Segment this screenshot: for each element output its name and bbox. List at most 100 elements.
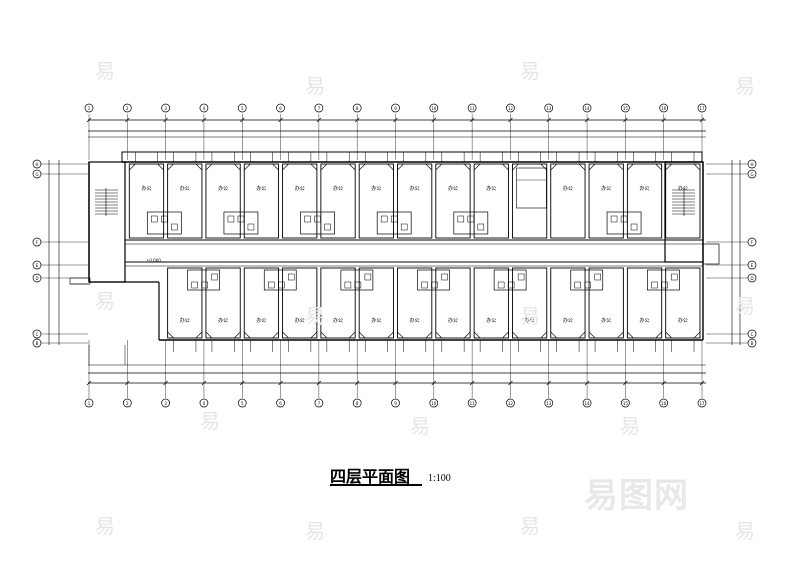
- north-office-chamfer-r-5: [310, 163, 318, 171]
- north-office-chamfer-l-5: [282, 163, 289, 171]
- south-office-15: [665, 267, 701, 339]
- axis-bubble-top-11: [467, 103, 477, 113]
- north-office-label-9: 办公: [448, 185, 458, 192]
- west-entry-step: [69, 277, 91, 285]
- north-office-chamfer-l-13: [588, 163, 596, 171]
- north-office-chamfer-r-10: [502, 163, 509, 171]
- south-bath-fixture-b-5: [584, 281, 591, 289]
- south-bath-fixture-a-1: [268, 281, 275, 289]
- axis-label-left-D: D: [35, 276, 38, 281]
- axis-bubble-bottom-14: [582, 398, 592, 408]
- axis-bubble-top-8: [352, 103, 362, 113]
- south-office-label-10: 办公: [486, 317, 496, 324]
- dim-tick-bottom-15: [623, 380, 628, 386]
- axis-label-top-5: 5: [241, 106, 244, 111]
- south-office-12: [550, 267, 586, 339]
- axis-label-left-E: E: [36, 263, 39, 268]
- axis-label-right-F: F: [751, 240, 754, 245]
- watermark-glyph: 易: [520, 59, 540, 83]
- axis-label-bottom-9: 9: [394, 401, 397, 406]
- north-office-15: [665, 163, 701, 239]
- north-office-label-15: 办公: [678, 185, 688, 192]
- south-office-chamfer-r-15: [693, 331, 701, 339]
- south-office-chamfer-r-5: [310, 331, 318, 339]
- axis-bubble-bottom-5: [237, 398, 247, 408]
- axis-bubble-top-14: [582, 103, 592, 113]
- north-office-chamfer-r-12: [578, 163, 586, 171]
- axis-label-top-17: 17: [699, 106, 705, 111]
- dim-tick-bottom-10: [431, 380, 437, 386]
- watermark-glyph: 易: [735, 294, 755, 318]
- south-office-label-14: 办公: [640, 317, 650, 324]
- dim-tick-bottom-11: [469, 380, 475, 386]
- axis-label-bottom-17: 17: [699, 401, 705, 406]
- axis-label-bottom-6: 6: [279, 401, 282, 406]
- axis-bubble-bottom-4: [199, 398, 209, 408]
- south-office-chamfer-l-5: [282, 331, 289, 339]
- watermark-glyph: 易: [305, 74, 325, 98]
- watermark-glyph: 易: [520, 514, 540, 538]
- south-office-label-7: 办公: [371, 317, 381, 324]
- south-bath-2: [340, 269, 374, 291]
- axis-label-bottom-5: 5: [241, 401, 244, 406]
- axis-bubble-bottom-16: [659, 398, 669, 408]
- south-bath-fixture-b-4: [507, 281, 515, 289]
- watermark-glyph: 易: [410, 414, 430, 438]
- north-bath-fixture-a-4: [457, 215, 465, 223]
- south-office-label-13: 办公: [601, 317, 611, 324]
- north-bath-fixture-a-3: [380, 215, 388, 223]
- south-office-label-11: 办公: [525, 317, 535, 324]
- axis-bubble-top-2: [122, 103, 132, 113]
- south-office-chamfer-l-7: [358, 331, 366, 339]
- north-office-chamfer-r-8: [425, 163, 433, 171]
- axis-label-top-1: 1: [88, 106, 91, 111]
- south-office-13: [588, 267, 624, 339]
- north-bath-fixture-c-4: [477, 223, 485, 231]
- north-office-chamfer-l-1: [129, 163, 136, 171]
- axis-label-bottom-2: 2: [126, 401, 129, 406]
- dim-tick-bottom-13: [546, 380, 551, 386]
- north-office-chamfer-l-8: [397, 163, 404, 171]
- north-office-chamfer-l-15: [665, 163, 672, 171]
- drawing-scale: 1:100: [428, 473, 451, 484]
- north-office-chamfer-r-14: [655, 163, 662, 171]
- north-office-chamfer-l-4: [244, 163, 251, 171]
- south-office-chamfer-l-6: [320, 331, 328, 339]
- watermark-logo: 易图网: [584, 476, 689, 516]
- axis-label-bottom-3: 3: [164, 401, 167, 406]
- south-office-chamfer-l-4: [244, 331, 251, 339]
- north-office-label-14: 办公: [640, 185, 650, 192]
- north-office-label-2: 办公: [180, 185, 190, 192]
- south-office-label-6: 办公: [333, 317, 343, 324]
- south-bath-fixture-a-6: [651, 281, 658, 289]
- axis-bubble-top-9: [391, 103, 400, 113]
- axis-label-bottom-13: 13: [546, 401, 552, 406]
- axis-label-bottom-10: 10: [431, 401, 437, 406]
- north-bath-1: [223, 211, 259, 235]
- north-office-chamfer-r-1: [157, 163, 164, 171]
- south-office-chamfer-r-10: [502, 331, 509, 339]
- south-office-chamfer-r-13: [617, 331, 624, 339]
- dim-tick-bottom-3: [163, 380, 168, 386]
- south-office-chamfer-l-15: [665, 331, 672, 339]
- axis-bubble-bottom-11: [467, 398, 477, 408]
- north-office-label-5: 办公: [295, 185, 305, 192]
- watermark-glyph: 易: [620, 414, 640, 438]
- north-office-chamfer-l-9: [435, 163, 443, 171]
- axis-label-bottom-16: 16: [661, 401, 667, 406]
- south-office-label-9: 办公: [448, 317, 458, 324]
- dim-tick-top-13: [546, 117, 551, 123]
- axis-bubble-bottom-1: [84, 398, 94, 408]
- south-bath-fixture-c-6: [671, 273, 678, 281]
- south-office-chamfer-l-3: [205, 331, 213, 339]
- north-office-chamfer-l-11: [512, 163, 519, 171]
- north-office-13: [588, 163, 624, 239]
- north-office-chamfer-r-9: [463, 163, 471, 171]
- watermark-glyph: 易: [200, 409, 220, 433]
- north-bath-fixture-b-3: [390, 215, 398, 223]
- axis-bubble-bottom-12: [506, 398, 515, 408]
- north-office-14: [626, 163, 663, 239]
- north-office-4: [243, 163, 280, 239]
- south-office-3: [205, 267, 241, 339]
